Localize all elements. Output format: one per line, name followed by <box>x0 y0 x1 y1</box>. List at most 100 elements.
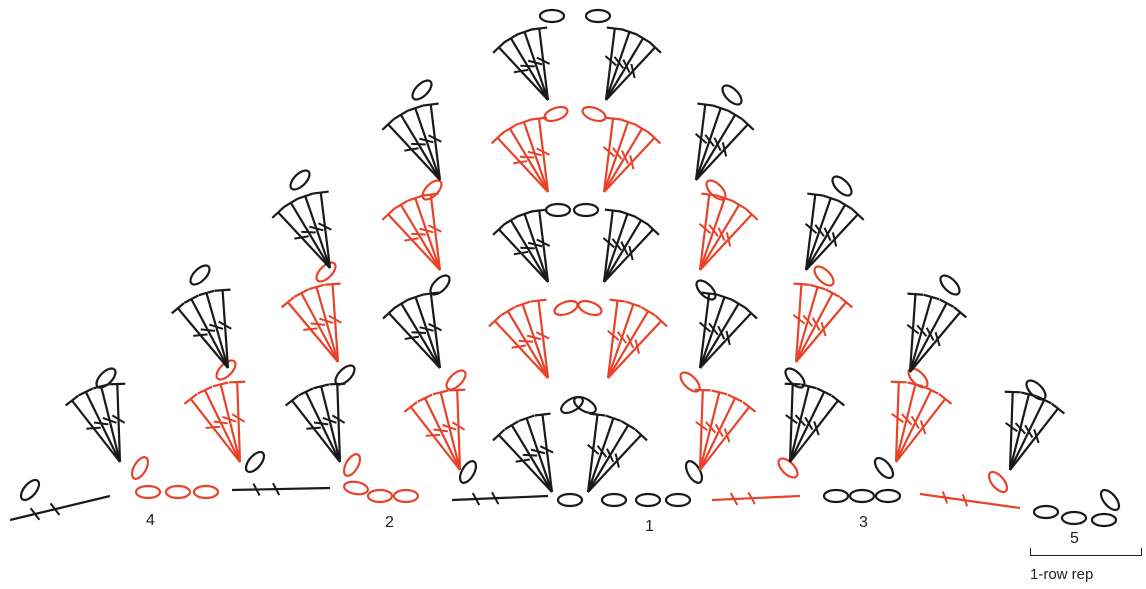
dc-top-bar <box>907 292 924 296</box>
dc-slash <box>629 154 635 170</box>
double-crochet <box>506 310 549 379</box>
double-crochet <box>699 406 751 471</box>
dc-slash <box>813 421 820 436</box>
dc-top-bar <box>825 288 841 298</box>
dc-slash <box>794 414 806 427</box>
dc-slash <box>111 414 126 424</box>
double-crochet <box>289 202 331 269</box>
dc-slash <box>613 56 625 69</box>
dc-top-bar <box>744 306 758 320</box>
double-crochet <box>607 320 663 379</box>
dc-slash <box>193 333 208 337</box>
dc-slash <box>607 329 620 341</box>
dc-slash <box>306 426 321 430</box>
dc-top-bar <box>816 387 832 397</box>
dc-top-bar <box>727 109 743 120</box>
dc-top-bar <box>731 199 747 210</box>
double-crochet <box>698 293 711 369</box>
double-crochet <box>509 37 549 101</box>
double-crochet <box>71 399 121 463</box>
dc-top-bar <box>953 306 967 319</box>
double-crochet <box>699 397 737 471</box>
chain-stitch <box>777 457 799 479</box>
double-crochet <box>497 434 553 493</box>
dc-top-bar <box>381 118 395 131</box>
dc-slash <box>526 334 542 341</box>
dc-slash <box>328 314 342 324</box>
dc-slash <box>404 335 420 340</box>
dc-top-bar <box>609 298 626 303</box>
dc-slash <box>596 445 608 458</box>
dc-slash <box>309 225 324 232</box>
dc-top-bar <box>490 131 505 145</box>
chain-stitch <box>315 261 337 283</box>
dc-slash <box>536 56 551 65</box>
tick <box>491 491 500 505</box>
double-crochet <box>587 424 630 493</box>
dc-slash <box>725 330 731 346</box>
double-crochet <box>423 397 461 471</box>
dc-top-bar <box>393 298 409 309</box>
foundation-stitch <box>919 492 1021 510</box>
dc-top-bar <box>488 314 502 328</box>
dc-slash <box>318 222 332 231</box>
chain-stitch <box>392 488 420 504</box>
dc-slash <box>200 328 216 332</box>
dc-slash <box>539 445 554 454</box>
double-crochet <box>414 197 442 271</box>
dc-slash <box>612 147 623 160</box>
dc-slash <box>442 423 457 431</box>
dc-slash <box>513 68 529 74</box>
dc-top-bar <box>530 298 547 303</box>
dc-top-bar <box>620 118 637 126</box>
dc-slash <box>536 238 551 247</box>
double-crochet <box>909 311 961 373</box>
chain-stitch <box>987 470 1009 494</box>
dc-top-bar <box>620 420 636 431</box>
chain-stitch <box>421 179 443 201</box>
dc-slash <box>802 314 814 327</box>
dc-slash <box>602 237 615 249</box>
dc-slash <box>419 326 434 332</box>
dc-slash <box>606 448 615 463</box>
dc-slash <box>303 327 318 331</box>
double-crochet <box>538 28 550 101</box>
double-crochet <box>894 382 900 463</box>
double-crochet <box>605 37 645 101</box>
double-crochet <box>300 292 339 363</box>
double-crochet <box>699 312 752 369</box>
double-crochet <box>429 194 442 271</box>
chain-stitch <box>1099 488 1121 512</box>
dc-top-bar <box>516 28 533 36</box>
double-crochet <box>409 406 461 471</box>
dc-slash <box>1033 429 1040 444</box>
double-crochet <box>493 320 549 379</box>
tick <box>49 502 61 516</box>
dc-top-bar <box>293 288 309 298</box>
dc-slash <box>511 344 527 349</box>
tick <box>729 492 739 506</box>
dc-slash <box>93 421 109 426</box>
dc-slash <box>404 237 419 242</box>
chain-stitch <box>581 105 607 123</box>
double-crochet <box>602 121 630 193</box>
dc-slash <box>515 458 531 463</box>
dc-top-bar <box>393 109 409 120</box>
double-crochet <box>909 302 948 373</box>
double-crochet <box>203 389 241 463</box>
chain-stitch <box>458 460 478 484</box>
foundation-stitch <box>231 486 331 492</box>
chain-stitch <box>907 367 929 389</box>
double-crochet <box>804 194 817 271</box>
dc-top-bar <box>492 223 506 236</box>
double-crochet <box>788 386 810 463</box>
chain-stitch <box>544 202 572 218</box>
dc-slash <box>901 413 913 426</box>
dc-top-bar <box>78 387 94 397</box>
dc-top-bar <box>742 401 757 413</box>
row-label-2: 2 <box>385 514 394 531</box>
double-crochet <box>541 414 554 493</box>
double-crochet <box>456 390 462 471</box>
dc-slash <box>695 421 708 432</box>
